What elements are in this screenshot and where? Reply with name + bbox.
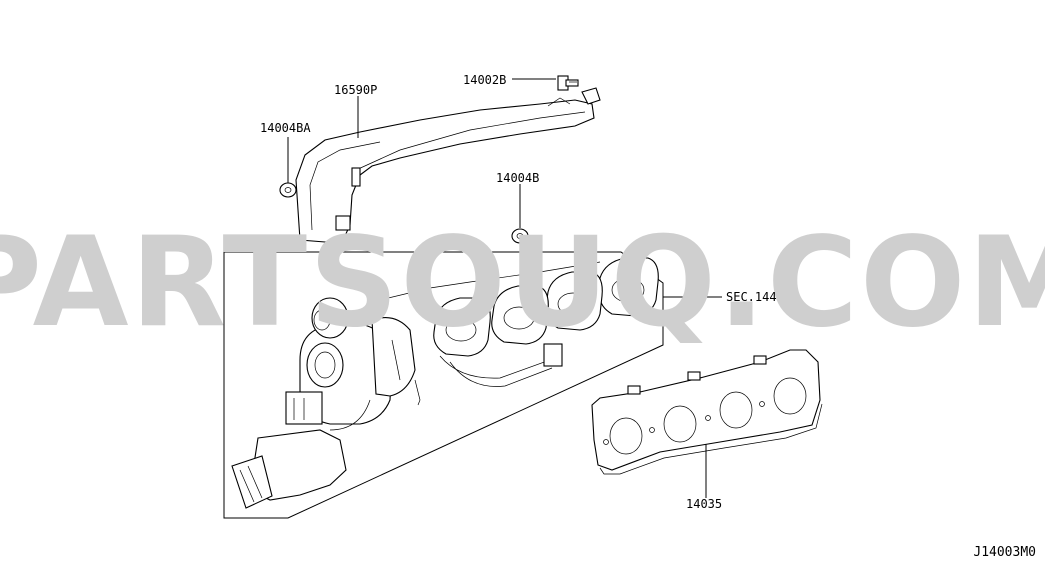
heat-insulator-part (295, 87, 601, 243)
nut-part-14004b (511, 228, 529, 244)
manifold-frame (223, 251, 664, 519)
gasket-part (591, 349, 823, 475)
label-14035: 14035 (686, 497, 722, 511)
label-14004ba: 14004BA (260, 121, 311, 135)
leader-lines (287, 78, 722, 498)
label-sec144: SEC.144 (726, 290, 777, 304)
bolt-part (557, 75, 579, 91)
watermark-text: PARTSOUQ.COM (0, 211, 1045, 355)
label-14004b: 14004B (496, 171, 539, 185)
nut-part-14004ba (279, 182, 297, 198)
diagram-ref-code: J14003M0 (973, 545, 1036, 560)
label-16590p: 16590P (334, 83, 377, 97)
manifold-turbo-assembly (231, 257, 659, 509)
label-14002b: 14002B (463, 73, 506, 87)
